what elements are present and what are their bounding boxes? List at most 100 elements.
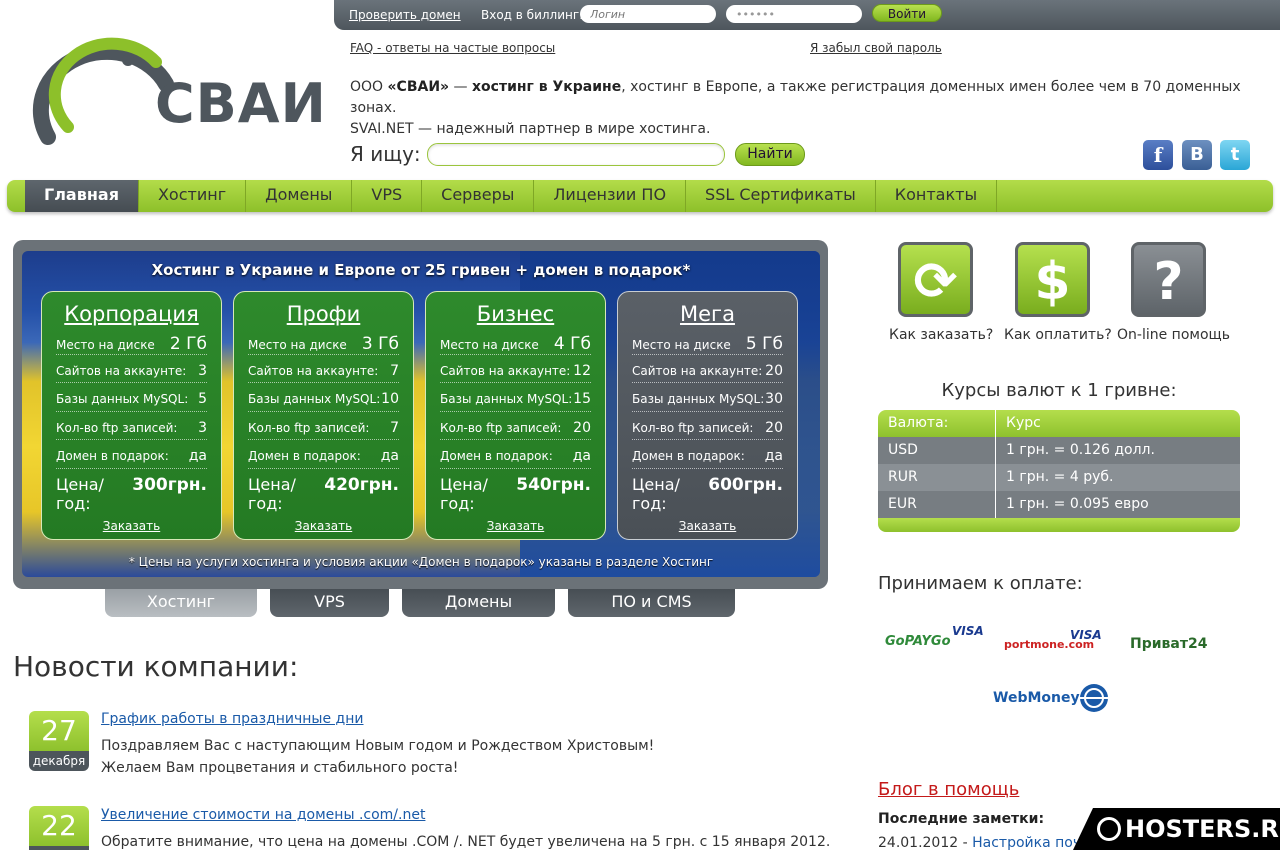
logo[interactable] — [8, 22, 328, 152]
nav-item-hosting[interactable]: Хостинг — [139, 180, 247, 212]
tab-domains[interactable]: Домены — [402, 589, 555, 617]
nav-item-vps[interactable]: VPS — [352, 180, 423, 212]
how-to-pay-link[interactable]: Как оплатить? — [1004, 327, 1112, 343]
blog-title-link[interactable]: Блог в помощь — [878, 779, 1020, 800]
plan-row: Базы данных MySQL:15 — [440, 383, 591, 412]
plan-row: Базы данных MySQL:30 — [632, 383, 783, 412]
plan-title[interactable]: Мега — [680, 302, 735, 326]
plan-title[interactable]: Бизнес — [476, 302, 555, 326]
twitter-icon[interactable]: t — [1220, 140, 1250, 170]
tab-software-cms[interactable]: ПО и CMS — [568, 589, 735, 617]
tab-hosting[interactable]: Хостинг — [105, 589, 257, 617]
plan-price: Цена/год:540грн. — [440, 474, 591, 513]
online-help-link[interactable]: On-line помощь — [1117, 327, 1230, 343]
table-footer — [878, 518, 1240, 532]
news-date-badge: 27 декабря — [29, 711, 89, 771]
latest-notes-title: Последние заметки: — [878, 811, 1045, 827]
banner-title: Хостинг в Украине и Европе от 25 гривен … — [151, 261, 691, 279]
rates-title: Курсы валют к 1 гривне: — [941, 380, 1177, 401]
search-input[interactable] — [427, 143, 725, 166]
hosting-banner: Хостинг в Украине и Европе от 25 гривен … — [22, 251, 820, 577]
gopay-logo: GoPAYGo — [885, 634, 951, 649]
nav-item-domains[interactable]: Домены — [246, 180, 353, 212]
nav-item-ssl[interactable]: SSL Сертификаты — [686, 180, 876, 212]
plan-row: Кол-во ftp записей:3 — [56, 412, 207, 440]
question-icon[interactable]: ? — [1131, 242, 1206, 317]
plan-row: Домен в подарок:да — [56, 440, 207, 469]
plan-title[interactable]: Профи — [286, 302, 361, 326]
nav-item-home[interactable]: Главная — [25, 180, 139, 212]
hosters-watermark: HOSTERS.RU — [1073, 808, 1280, 850]
intro-text: ООО «СВАИ» — хостинг в Украине, хостинг … — [350, 79, 1241, 137]
login-button[interactable]: Войти — [872, 4, 942, 22]
payment-title: Принимаем к оплате: — [878, 573, 1083, 594]
dollar-icon[interactable]: $ — [1015, 242, 1090, 317]
nav-item-servers[interactable]: Серверы — [422, 180, 535, 212]
plan-row: Домен в подарок:да — [440, 440, 591, 469]
order-link[interactable]: Заказать — [294, 518, 353, 533]
plan-row: Сайтов на аккаунте:3 — [56, 355, 207, 383]
plan-price: Цена/год:300грн. — [56, 474, 207, 513]
plan-row: Кол-во ftp записей:20 — [440, 412, 591, 440]
order-link[interactable]: Заказать — [486, 518, 545, 533]
billing-login-label: Вход в биллинг: — [481, 8, 584, 22]
plan-row: Сайтов на аккаунте:7 — [248, 355, 399, 383]
news-item-link[interactable]: Увеличение стоимости на домены .com/.net — [101, 807, 426, 823]
plan-row: Сайтов на аккаунте:12 — [440, 355, 591, 383]
faq-link[interactable]: FAQ - ответы на частые вопросы — [350, 41, 556, 55]
news-item-text: Обратите внимание, что цена на домены .C… — [101, 834, 831, 850]
portmone-logo: portmone.com — [1004, 638, 1095, 651]
table-header: Валюта:Курс — [878, 410, 1240, 437]
nav-item-contacts[interactable]: Контакты — [876, 180, 998, 212]
plan-row: Базы данных MySQL:5 — [56, 383, 207, 412]
tab-vps[interactable]: VPS — [270, 589, 389, 617]
news-date-badge: 22 — [29, 806, 89, 850]
news-title: Новости компании: — [13, 650, 299, 683]
check-domain-link[interactable]: Проверить домен — [349, 8, 461, 22]
order-link[interactable]: Заказать — [678, 518, 737, 533]
webmoney-globe-icon — [1080, 684, 1108, 712]
visa-logo: VISA — [952, 624, 984, 638]
webmoney-logo: WebMoney — [993, 690, 1080, 706]
news-item-text: Поздравляем Вас с наступающим Новым годо… — [101, 738, 655, 776]
plan-row: Домен в подарок:да — [632, 440, 783, 469]
latest-note-link[interactable]: Настройка почт — [972, 835, 1090, 850]
password-input[interactable] — [726, 5, 862, 23]
watermark-chat-icon — [1097, 817, 1121, 841]
how-to-order-link[interactable]: Как заказать? — [889, 327, 994, 343]
logo-text: СВАИ — [155, 72, 327, 135]
plan-title[interactable]: Корпорация — [64, 302, 199, 326]
search-button[interactable]: Найти — [735, 143, 805, 166]
plan-row: Базы данных MySQL:10 — [248, 383, 399, 412]
facebook-icon[interactable]: f — [1143, 140, 1173, 170]
latest-note-item: 24.01.2012 - Настройка почт — [878, 835, 1090, 850]
logo-swoosh-icon — [32, 37, 174, 145]
top-bar: Проверить домен Вход в биллинг: Войти — [334, 0, 1280, 30]
vkontakte-icon[interactable]: B — [1182, 140, 1212, 170]
banner-hosting-link[interactable]: Хостинг — [662, 555, 714, 569]
order-link[interactable]: Заказать — [102, 518, 161, 533]
plan-row: Домен в подарок:да — [248, 440, 399, 469]
forgot-password-link[interactable]: Я забыл свой пароль — [810, 41, 942, 55]
login-input[interactable] — [580, 5, 716, 23]
nav-item-licenses[interactable]: Лицензии ПО — [534, 180, 687, 212]
plan-row: Сайтов на аккаунте:20 — [632, 355, 783, 383]
plan-row: Кол-во ftp записей:7 — [248, 412, 399, 440]
refresh-icon[interactable]: ⟳ — [898, 242, 973, 317]
plan-row: Кол-во ftp записей:20 — [632, 412, 783, 440]
plan-price: Цена/год:600грн. — [632, 474, 783, 513]
news-item-link[interactable]: График работы в праздничные дни — [101, 711, 364, 727]
banner-note: * Цены на услуги хостинга и условия акци… — [128, 555, 714, 569]
